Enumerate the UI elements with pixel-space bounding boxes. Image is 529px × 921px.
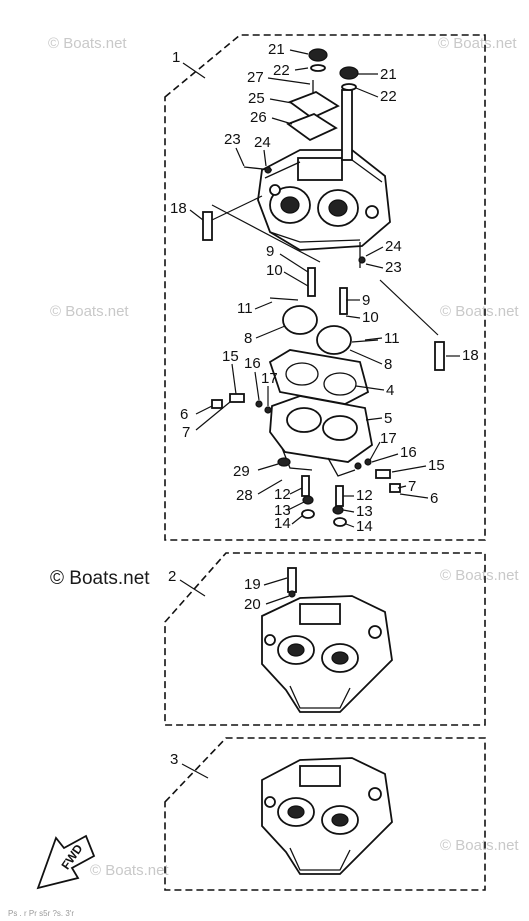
watermark: © Boats.net — [48, 35, 127, 52]
callout: 5 — [384, 410, 392, 427]
callout: 17 — [380, 430, 397, 447]
carburetor-body-upper — [257, 89, 391, 251]
screw-18-left — [202, 211, 213, 241]
callout: 21 — [268, 41, 285, 58]
callout: 4 — [386, 382, 394, 399]
callout: 10 — [362, 309, 379, 326]
float-assemblies — [269, 267, 379, 355]
float-bowl-5 — [269, 395, 373, 477]
callout: 15 — [222, 348, 239, 365]
callout: 6 — [430, 490, 438, 507]
gasket-26 — [286, 112, 338, 142]
callout: 29 — [233, 463, 250, 480]
top-parts — [243, 48, 359, 174]
float-8-right — [316, 325, 352, 355]
assembly-2-boundary — [164, 552, 486, 726]
watermark: © Boats.net — [440, 303, 519, 320]
callout-labels: 21 22 27 25 26 23 24 21 22 18 9 10 11 8 … — [170, 41, 479, 535]
watermark: © Boats.net — [50, 303, 129, 320]
cap-21 — [308, 48, 328, 62]
callout: 16 — [400, 444, 417, 461]
callout: 22 — [273, 62, 290, 79]
callout: 27 — [247, 69, 264, 86]
callout: 23 — [385, 259, 402, 276]
carburetor-assembly-3 — [261, 757, 393, 875]
screw-15-left — [229, 393, 245, 403]
callout: 12 — [274, 486, 291, 503]
assembly-ref: 3 — [170, 751, 178, 768]
callout: 21 — [380, 66, 397, 83]
callout: 20 — [244, 596, 261, 613]
watermark: © Boats.net — [440, 837, 519, 854]
callout: 6 — [180, 406, 188, 423]
callout: 14 — [356, 518, 373, 535]
watermark: © Boats.net — [438, 35, 517, 52]
assembly-3: 3 — [164, 737, 486, 891]
callout: 19 — [244, 576, 261, 593]
callout: 17 — [261, 370, 278, 387]
callout: 12 — [356, 487, 373, 504]
callout: 26 — [250, 109, 267, 126]
cap-21b — [339, 66, 359, 80]
callout: 8 — [244, 330, 252, 347]
float-8-left — [282, 305, 318, 335]
watermarks: © Boats.net © Boats.net © Boats.net © Bo… — [48, 35, 519, 879]
callout: 14 — [274, 515, 291, 532]
callout: 16 — [244, 355, 261, 372]
callout: 28 — [236, 487, 253, 504]
callout: 23 — [224, 131, 241, 148]
watermark-dark: © Boats.net — [50, 568, 150, 589]
callout: 15 — [428, 457, 445, 474]
watermark: © Boats.net — [90, 862, 169, 879]
callout: 24 — [254, 134, 271, 151]
callout: 9 — [266, 243, 274, 260]
callout: 11 — [237, 300, 253, 317]
callout: 7 — [408, 478, 416, 495]
assembly-ref: 1 — [172, 49, 180, 66]
footer-text: Ps . r Pr s5r ?s. 3'r — [8, 909, 74, 918]
carburetor-assembly-2 — [261, 567, 393, 713]
callout: 25 — [248, 90, 265, 107]
callout: 10 — [266, 262, 283, 279]
callout: 18 — [170, 200, 187, 217]
callout: 13 — [356, 503, 373, 520]
callout: 11 — [384, 330, 400, 347]
assembly-3-boundary — [164, 737, 486, 891]
assembly-1-boundary — [164, 34, 486, 541]
callout: 7 — [182, 424, 190, 441]
callout: 9 — [362, 292, 370, 309]
callout: 8 — [384, 356, 392, 373]
callout: 18 — [462, 347, 479, 364]
assembly-1: 1 — [164, 34, 486, 541]
gasket-4 — [268, 349, 370, 405]
callout: 22 — [380, 88, 397, 105]
assembly-ref: 2 — [168, 568, 176, 585]
watermark: © Boats.net — [440, 567, 519, 584]
screw-15-right — [375, 469, 391, 479]
screw-18-right — [434, 341, 445, 371]
fwd-arrow: FWD — [36, 834, 96, 890]
cover-25 — [288, 90, 340, 120]
callout: 24 — [385, 238, 402, 255]
assembly-2: 2 19 20 — [164, 552, 486, 726]
callout: 13 — [274, 502, 291, 519]
